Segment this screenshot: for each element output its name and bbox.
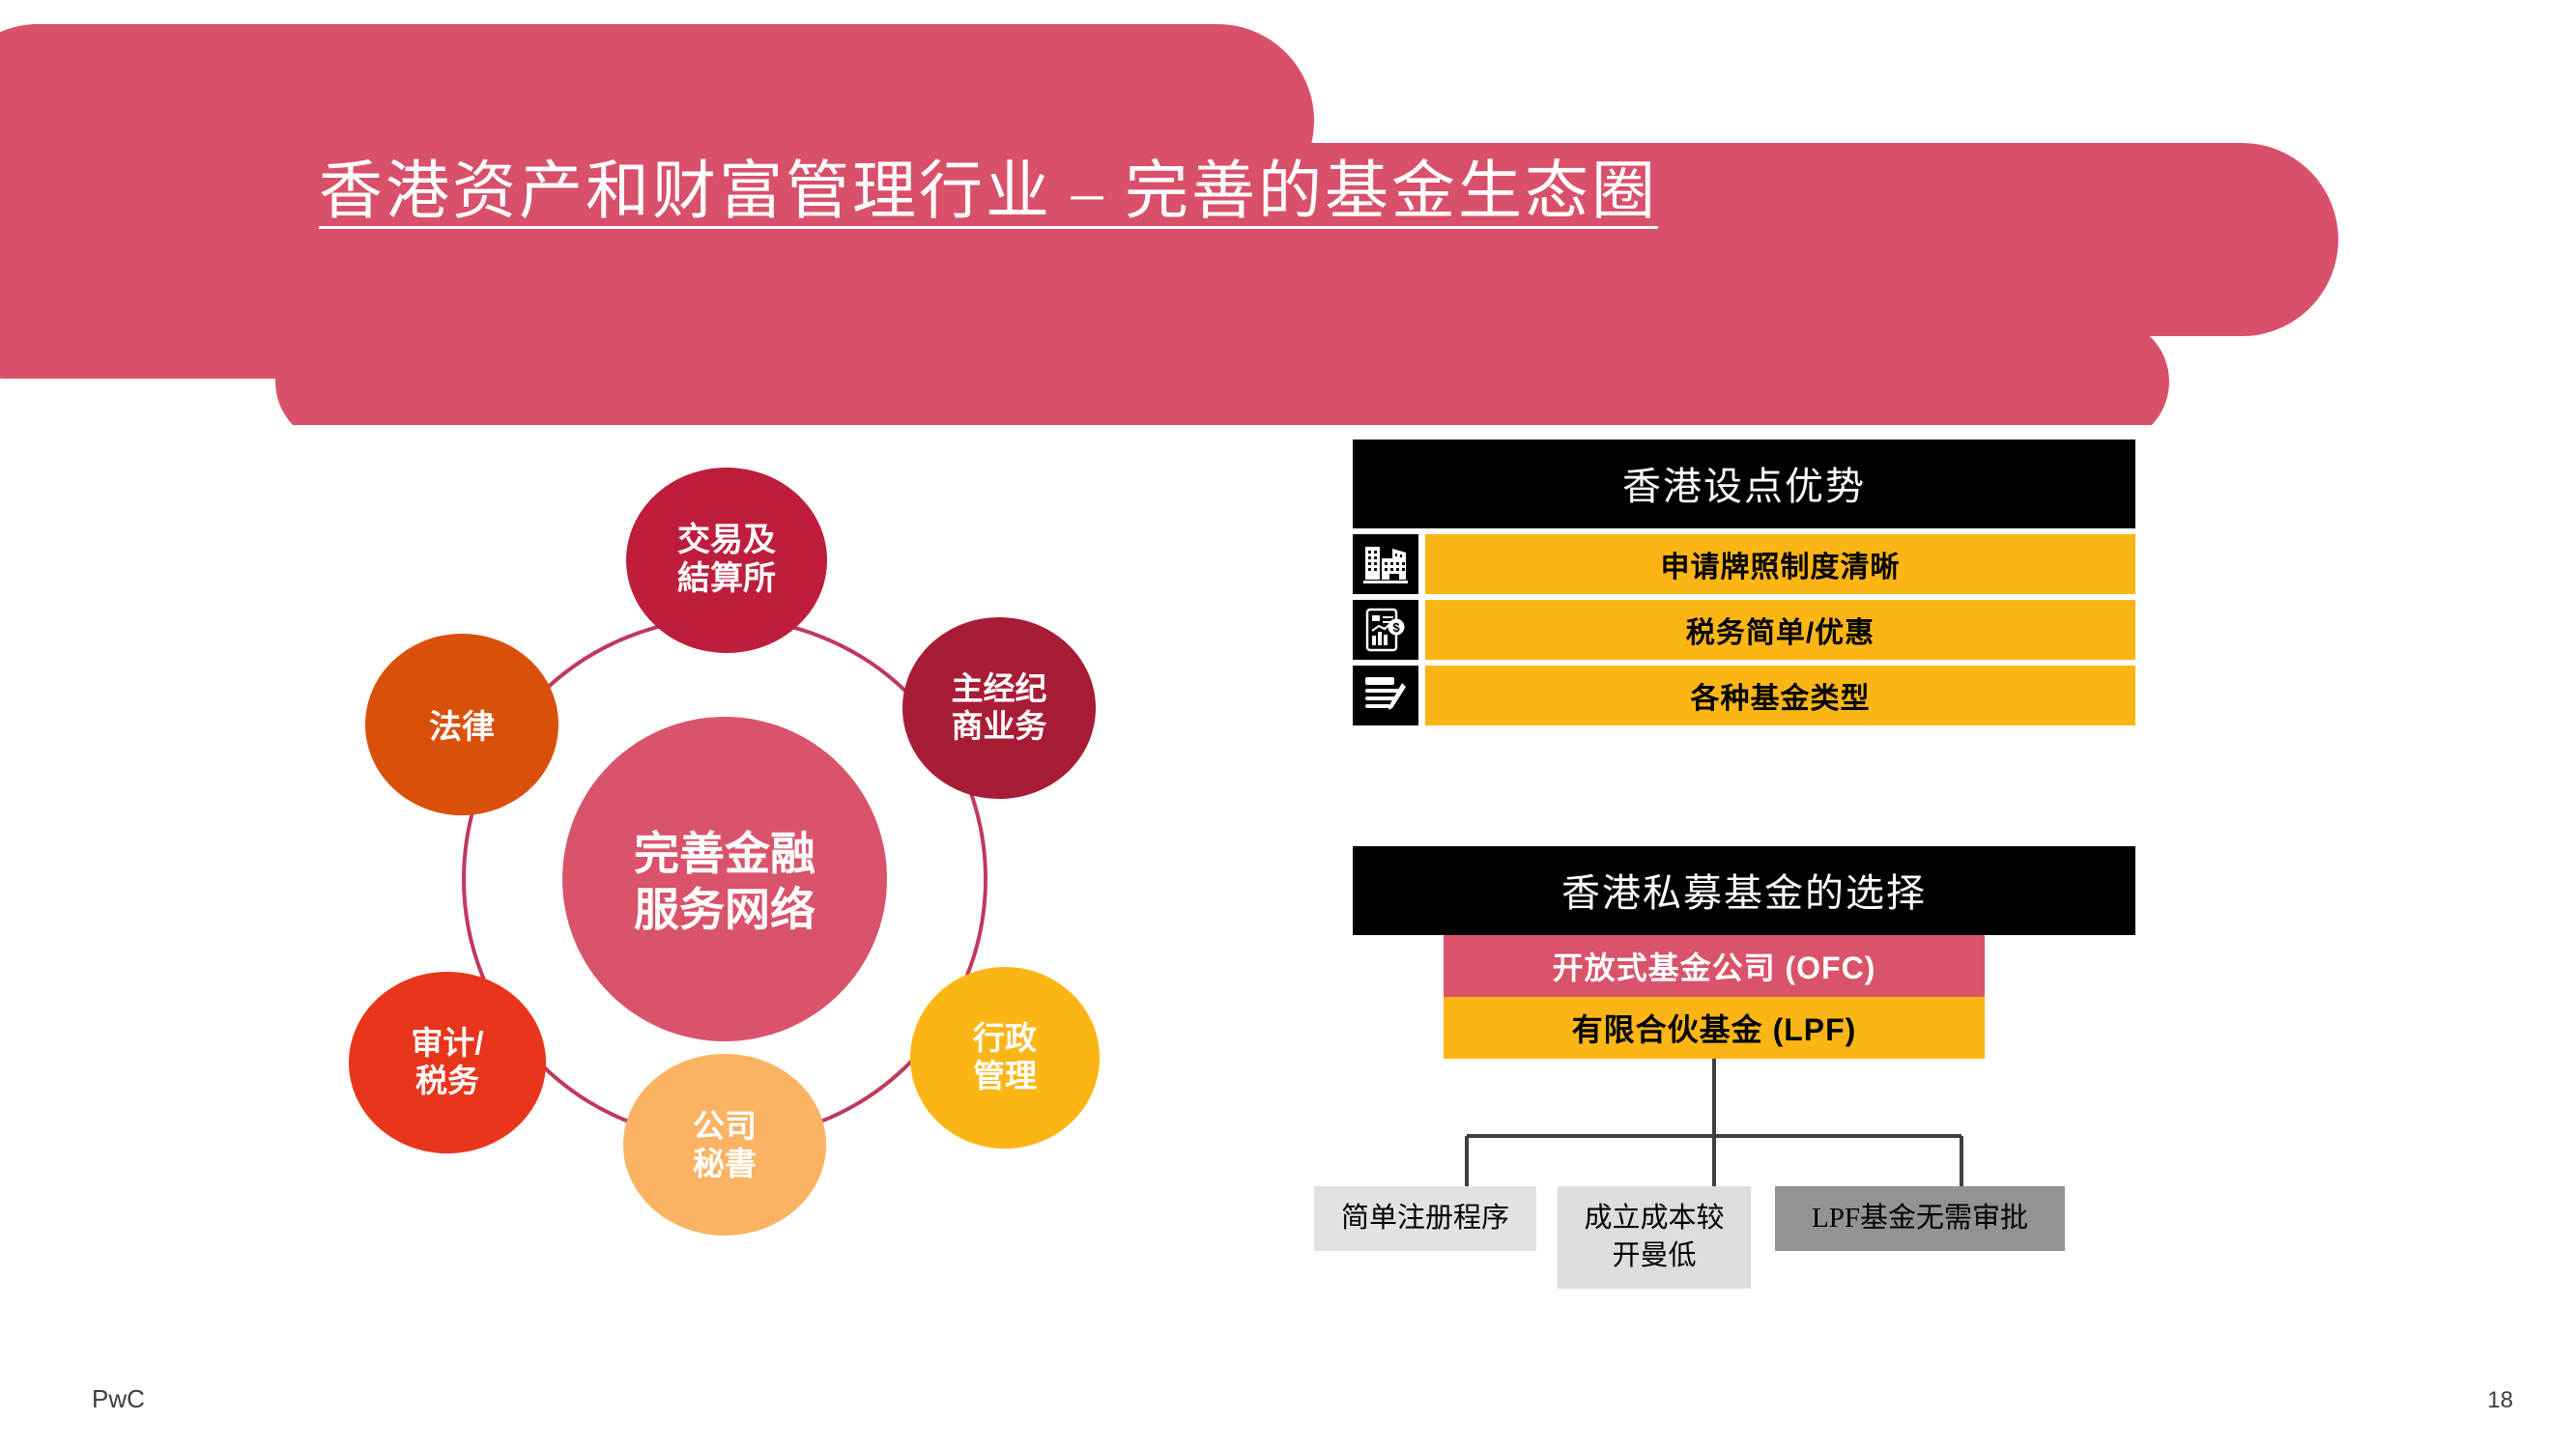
fund-benefit-line1: 成立成本较	[1584, 1203, 1725, 1234]
fund-benefit-line2: 开曼低	[1612, 1240, 1697, 1272]
fund-benefit-line1: 简单注册程序	[1340, 1203, 1509, 1234]
advantage-row[interactable]: 各种基金类型	[1353, 666, 2135, 725]
center-label-line2: 服务网络	[634, 884, 816, 935]
node-label-line2: 結算所	[677, 560, 776, 597]
financial-report-dollar-icon: $	[1353, 600, 1418, 660]
center-label-line1: 完善金融	[634, 828, 816, 879]
ecosystem-node-administration[interactable]: 行政 管理	[910, 967, 1100, 1149]
advantages-panel-header: 香港设点优势	[1353, 440, 2135, 528]
node-label-line1: 审计/	[411, 1025, 483, 1061]
advantage-label: 申请牌照制度清晰	[1425, 534, 2135, 594]
document-pen-icon	[1353, 666, 1418, 725]
ecosystem-center-node: 完善金融 服务网络	[562, 717, 887, 1041]
fund-option-ofc[interactable]: 开放式基金公司 (OFC)	[1444, 935, 1985, 997]
node-label-line2: 税务	[415, 1063, 479, 1098]
fund-benefit-line1: LPF基金无需审批	[1812, 1203, 2028, 1234]
ecosystem-node-company-secretary[interactable]: 公司 秘書	[623, 1054, 826, 1236]
ecosystem-node-prime-brokerage[interactable]: 主经纪 商业务	[902, 617, 1096, 799]
fund-benefit-box: 简单注册程序	[1314, 1186, 1536, 1252]
ecosystem-node-legal[interactable]: 法律	[365, 634, 558, 815]
advantage-row[interactable]: $ 税务简单/优惠	[1353, 600, 2135, 660]
node-label-line1: 交易及	[677, 521, 776, 558]
fund-connector-lines	[1353, 1059, 2135, 1186]
node-label-line1: 主经纪	[952, 670, 1047, 706]
fund-option-lpf[interactable]: 有限合伙基金 (LPF)	[1444, 997, 1985, 1059]
node-label-line2: 管理	[973, 1058, 1037, 1094]
page-title: 香港资产和财富管理行业 – 完善的基金生态圈	[319, 156, 1658, 227]
node-label-line2: 秘書	[693, 1146, 757, 1181]
advantage-label: 税务简单/优惠	[1425, 600, 2135, 660]
fund-benefit-box: 成立成本较 开曼低	[1558, 1186, 1751, 1290]
node-label-line1: 法律	[429, 709, 495, 746]
hk-fund-choices-panel: 香港私募基金的选择 开放式基金公司 (OFC) 有限合伙基金 (LPF) 简单注…	[1314, 846, 2135, 1302]
node-label-line1: 公司	[693, 1108, 757, 1144]
brand-logo: PwC	[92, 1384, 145, 1413]
advantage-row[interactable]: 申请牌照制度清晰	[1353, 534, 2135, 594]
office-buildings-icon	[1353, 534, 1418, 594]
svg-text:$: $	[1392, 620, 1400, 635]
page-number: 18	[2487, 1387, 2513, 1413]
node-label-line1: 行政	[972, 1020, 1037, 1056]
ecosystem-node-exchange-clearing[interactable]: 交易及 結算所	[626, 468, 827, 653]
fund-benefit-box: LPF基金无需审批	[1775, 1186, 2065, 1252]
hk-advantages-panel: 香港设点优势	[1353, 440, 2135, 725]
fund-ecosystem-diagram: 完善金融 服务网络 交易及 結算所 主经纪 商业务 行政 管理 公司 秘書	[290, 464, 1159, 1314]
node-label-line2: 商业务	[952, 708, 1047, 744]
fund-panel-header: 香港私募基金的选择	[1353, 846, 2135, 935]
ecosystem-node-audit-tax[interactable]: 审计/ 税务	[349, 972, 546, 1153]
advantage-label: 各种基金类型	[1425, 666, 2135, 725]
